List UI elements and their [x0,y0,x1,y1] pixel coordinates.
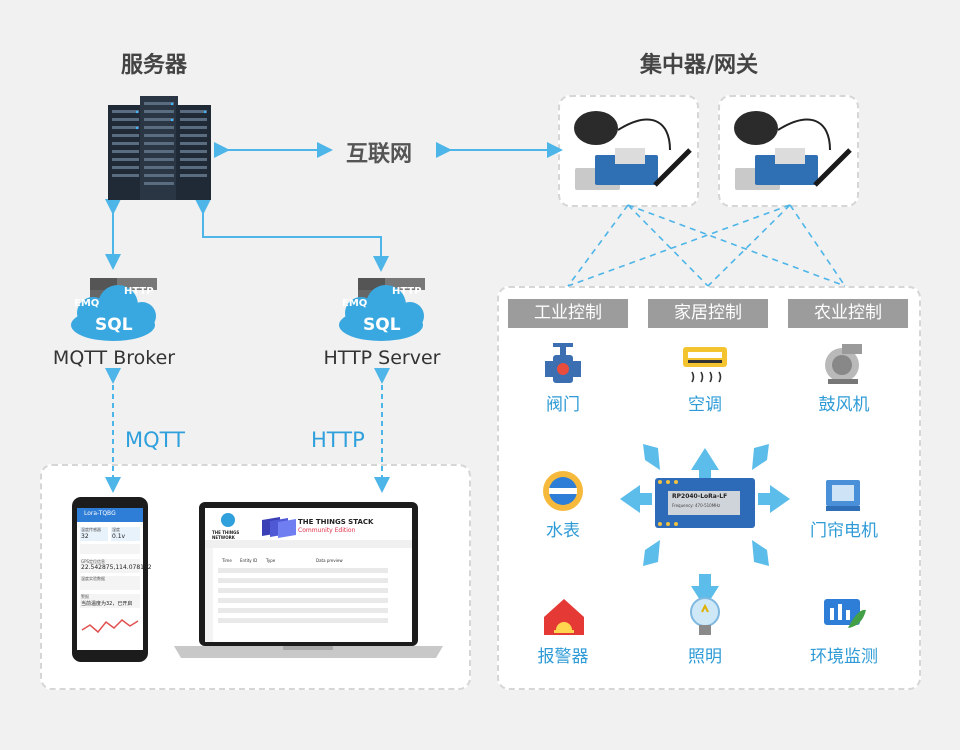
board-sub: Frequency: 470-510MHz [672,503,721,508]
phone-row2-label: 湿度 [112,527,120,532]
phone-row2-value: 0.1v [112,533,126,540]
phone-alert-label: 警报 [81,594,89,599]
phone-row1-label: 温度传感器 [81,527,101,532]
curtain-motor-label: 门帘电机 [810,521,878,541]
phone-alert-value: 当前温度为32，已开启 [81,601,133,607]
server-title: 服务器 [121,53,188,78]
lighting-icon [690,597,720,635]
col-type: Type [266,558,276,563]
phone-illustration [72,497,148,662]
tab-home: 家居控制 [648,299,768,328]
mqtt-protocol-label: MQTT [125,428,185,452]
mqtt-cloud-tag-http: HTTP [124,286,154,297]
ttn-logo-top: THE THINGS [212,530,240,535]
blower-icon [825,344,862,384]
water-meter-label: 水表 [546,521,580,541]
stack-title: THE THINGS STACK [298,518,374,526]
ttn-logo-bottom: NETWORK [212,535,235,540]
gateway-title: 集中器/网关 [640,53,759,78]
gateway-device-2 [734,111,852,190]
stack-subtitle: Community Edition [298,527,356,534]
alarm-icon [544,599,584,635]
board-name: RP2040-LoRa-LF [672,493,728,500]
mqtt-cloud-icon [71,278,157,341]
http-cloud-tag-http: HTTP [392,286,422,297]
mqtt-cloud-tag-emq: EMQ [74,298,100,309]
phone-app-title: Lora-TQBG [84,510,116,517]
ac-label: 空调 [688,395,722,415]
laptop-illustration [174,502,443,658]
mqtt-broker-label: MQTT Broker [52,347,176,369]
internet-label: 互联网 [346,142,413,167]
col-data: Data preview [316,558,343,563]
server-rack-icon [108,96,211,200]
gateway-mesh [567,204,846,287]
phone-section-label: 温度实验数据 [81,576,105,581]
lighting-label: 照明 [688,647,722,667]
col-entity: Entity ID [240,558,258,563]
env-monitor-label: 环境监测 [810,647,878,667]
alarm-label: 报警器 [537,647,589,667]
mqtt-cloud-tag-sql: SQL [95,315,133,335]
phone-gps-value: 22.542875,114.078152 [81,564,152,571]
http-cloud-icon [339,278,425,341]
curtain-motor-icon [826,480,860,511]
tab-agriculture: 农业控制 [788,299,908,328]
lora-board [655,478,755,528]
water-meter-icon [543,471,583,511]
col-time: Time [222,558,232,563]
blower-label: 鼓风机 [818,395,870,415]
gateway-device-1 [574,111,692,190]
http-cloud-tag-sql: SQL [363,315,401,335]
env-monitor-icon [824,599,866,628]
valve-label: 阀门 [546,395,580,415]
valve-icon [545,343,581,383]
ac-icon [683,347,727,383]
phone-row1-value: 32 [81,533,89,540]
link-server-http [195,199,389,272]
phone-gps-label: GPS定位信息 [81,559,106,564]
http-protocol-label: HTTP [311,428,365,452]
tab-industrial: 工业控制 [508,299,628,328]
http-cloud-tag-emq: EMQ [342,298,368,309]
http-server-label: HTTP Server [323,347,441,369]
